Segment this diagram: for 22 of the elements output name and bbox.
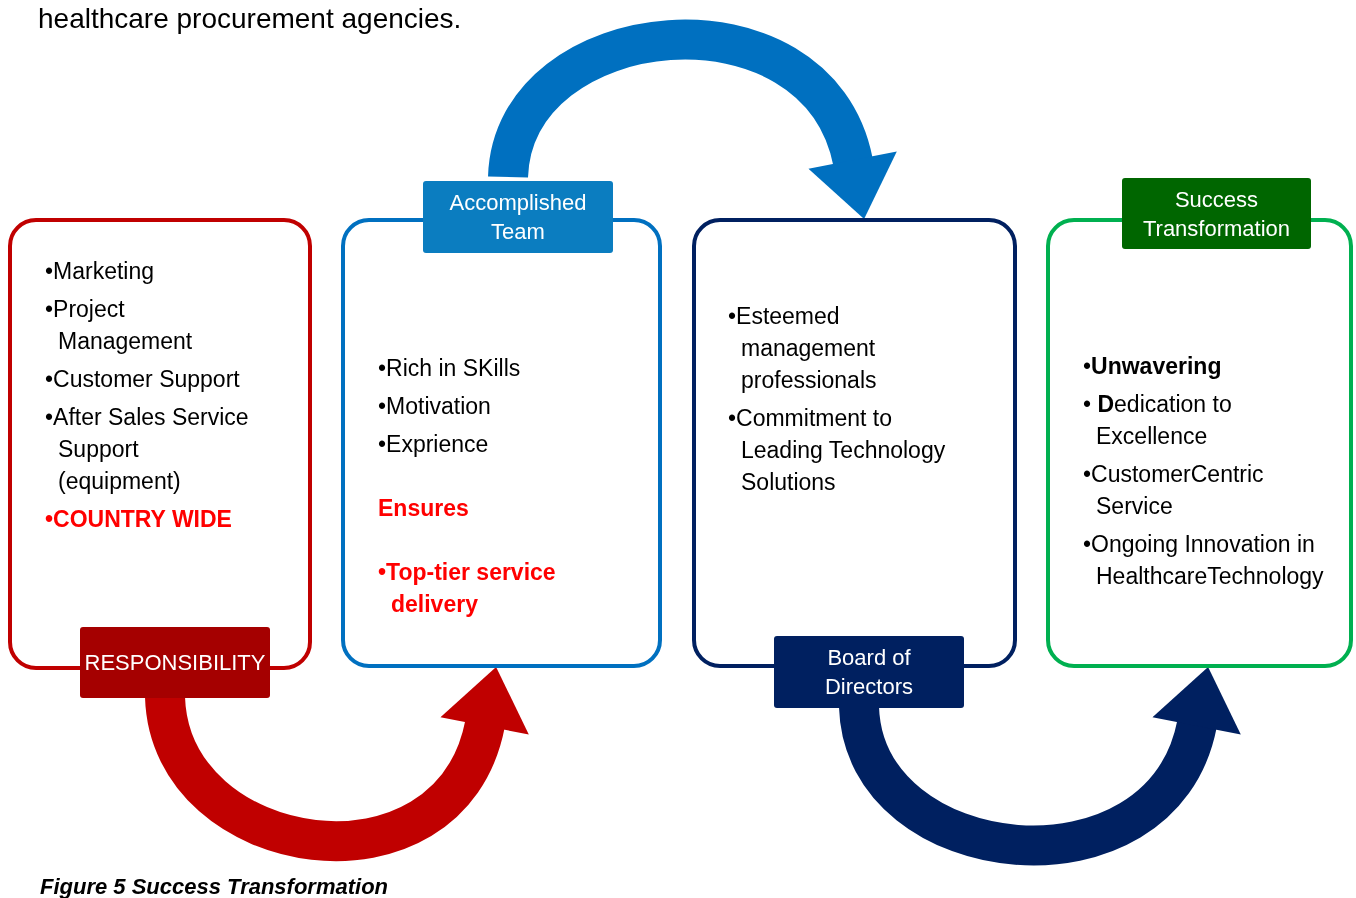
bullet-text: •After Sales Service Support (equipment): [45, 403, 250, 496]
bullet-text: •Exprience: [378, 430, 490, 459]
bullet-text: •Ongoing Innovation in HealthcareTechnology: [1083, 530, 1325, 591]
text-fragment: healthcare procurement agencies.: [38, 2, 462, 36]
bullet-text: •Project Management: [45, 295, 194, 356]
figure-caption: Figure 5 Success Transformation: [40, 873, 389, 898]
bullet-text: •Esteemed management professionals: [728, 302, 878, 395]
panel-tag: RESPONSIBILITY: [80, 627, 270, 698]
highlight-text: •COUNTRY WIDE: [45, 505, 233, 534]
panel-tag: Board of Directors: [774, 636, 964, 708]
panel-tag: Success Transformation: [1122, 178, 1311, 249]
bullet-text: • Dedication to Excellence: [1083, 390, 1233, 451]
bullet-text: •CustomerCentric Service: [1083, 460, 1265, 521]
bullet-text: •Commitment to Leading Technology Solutions: [728, 404, 947, 497]
panel-tag: Accomplished Team: [423, 181, 613, 253]
bullet-text: •Customer Support: [45, 365, 241, 394]
highlight-text: Ensures: [378, 494, 470, 523]
bullet-text: •Rich in SKills: [378, 354, 522, 383]
bullet-text: •Motivation: [378, 392, 492, 421]
bullet-text: •Marketing: [45, 257, 156, 286]
bullet-text: •Unwavering: [1083, 352, 1223, 381]
highlight-text: •Top-tier service delivery: [378, 558, 557, 619]
